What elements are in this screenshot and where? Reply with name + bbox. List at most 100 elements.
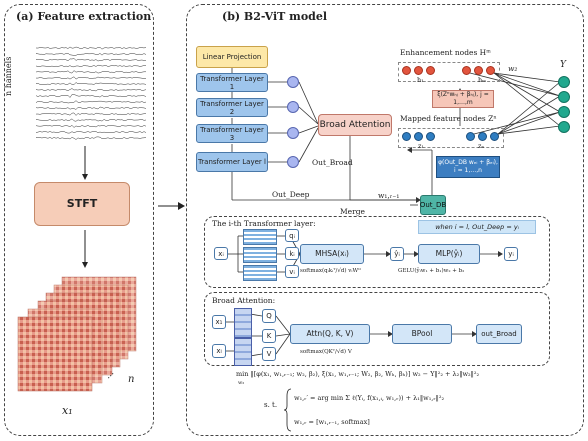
signal-trace bbox=[36, 94, 147, 98]
multichannel-signal bbox=[36, 46, 147, 140]
out-broad-label: Out_Broad bbox=[312, 158, 353, 167]
ith-transformer-panel bbox=[204, 216, 550, 288]
mapped-feature-node bbox=[426, 132, 435, 141]
signal-trace bbox=[36, 53, 147, 56]
out-db-box: Out_DB bbox=[420, 195, 446, 215]
w1-label: w₁,ᵣ₋₁ bbox=[378, 191, 400, 200]
zn-label: zₙ bbox=[478, 142, 485, 150]
ba-q: Q bbox=[262, 309, 276, 323]
out-broad-box: out_Broad bbox=[476, 324, 522, 344]
yhat-vector: ŷᵢ bbox=[390, 247, 404, 261]
panel-a-title: (a) Feature extraction bbox=[16, 10, 152, 23]
broad-attention-title: Broad Attention: bbox=[212, 296, 276, 305]
broad-attention-panel bbox=[204, 292, 550, 366]
constraint-2: w₁,ᵣ = [w₁,ᵣ₋₁, softmax] bbox=[294, 418, 370, 426]
mapped-feature-node bbox=[414, 132, 423, 141]
enhancement-node bbox=[402, 66, 411, 75]
signal-trace bbox=[36, 46, 147, 50]
signal-trace bbox=[36, 100, 147, 104]
enhancement-nodes-group bbox=[398, 62, 500, 82]
v-weight-stack bbox=[243, 265, 277, 281]
mlp-box: MLP(ŷᵢ) bbox=[418, 244, 480, 264]
transformer-layer-l: Transformer Layer l bbox=[196, 152, 268, 172]
signal-trace bbox=[36, 106, 147, 110]
y-label: Y bbox=[560, 60, 566, 70]
x1-label: x₁ bbox=[62, 404, 73, 417]
mhsa-softmax: softmax(qᵢkᵢᵀ/√d) vᵢWᴼ bbox=[300, 268, 361, 274]
panel-connector-arrow bbox=[158, 202, 185, 210]
q-weight-stack bbox=[243, 229, 277, 245]
bpool-box: BPool bbox=[392, 324, 452, 344]
layer-output-node bbox=[287, 127, 299, 139]
layer-output-node bbox=[287, 76, 299, 88]
mapped-formula: φ(Out_DB wₑᵢ + βₑᵢ), i = 1,…,n bbox=[436, 156, 500, 178]
ba-v: V bbox=[262, 347, 276, 361]
k-vector: kᵢ bbox=[285, 247, 299, 260]
spectrogram-n-label: n bbox=[128, 374, 135, 385]
signal-trace bbox=[36, 88, 147, 92]
objective-min-sub: w₂ bbox=[238, 380, 245, 386]
layer-output-node bbox=[287, 101, 299, 113]
attn-softmax: softmax(QKᵀ/√d) V bbox=[300, 349, 352, 355]
enhancement-node bbox=[486, 66, 495, 75]
q-vector: qᵢ bbox=[285, 229, 299, 242]
h1-label: h₁ bbox=[417, 76, 424, 84]
st-label: s. t. bbox=[264, 401, 278, 409]
ba-k: K bbox=[262, 329, 276, 343]
constraint-1: w₁,ᵣ′ = arg min Σ ℓ(Yᵢ, f(x₁,ᵢ, w₁,ᵣ)) +… bbox=[294, 394, 445, 402]
mapped-feature-node bbox=[466, 132, 475, 141]
stft-box: STFT bbox=[34, 182, 130, 226]
merge-label: Merge bbox=[340, 207, 365, 216]
panel-a-arrows bbox=[82, 146, 88, 268]
signal-trace bbox=[36, 112, 147, 116]
output-node bbox=[558, 91, 570, 103]
ba-token-stack-2 bbox=[234, 338, 252, 366]
signal-trace bbox=[36, 58, 147, 62]
mhsa-box: MHSA(xᵢ) bbox=[300, 244, 364, 264]
signal-trace bbox=[36, 64, 147, 68]
mapped-feature-node bbox=[490, 132, 499, 141]
broad-attention-box: Broad Attention bbox=[318, 114, 392, 136]
transformer-layer-2: Transformer Layer 2 bbox=[196, 98, 268, 117]
layer-output-node bbox=[287, 156, 299, 168]
ith-layer-condition: when i = l, Out_Deep = yₗ bbox=[418, 220, 536, 234]
z1-label: z₁ bbox=[418, 142, 425, 150]
output-node bbox=[558, 76, 570, 88]
feature-extraction-panel bbox=[4, 4, 154, 436]
signal-trace bbox=[36, 76, 147, 80]
mapped-nodes-group bbox=[398, 128, 504, 148]
ba-token-stack-1 bbox=[234, 308, 252, 338]
enhancement-node bbox=[462, 66, 471, 75]
v-vector: vᵢ bbox=[285, 265, 299, 278]
output-node bbox=[558, 121, 570, 133]
b2vit-model-panel bbox=[186, 4, 584, 436]
signal-trace bbox=[36, 82, 147, 85]
objective-formula: min ‖[φ(x₁, w₁,ᵣ₋₁; w₂, β₂), ξ(x₁, w₁,ᵣ₋… bbox=[236, 370, 480, 378]
ith-layer-title: The i-th Transformer layer: bbox=[212, 219, 316, 228]
y-i-vector: yᵢ bbox=[504, 247, 518, 261]
attn-box: Attn(Q, K, V) bbox=[290, 324, 370, 344]
spectrogram-layer bbox=[17, 316, 93, 392]
transformer-layer-3: Transformer Layer 3 bbox=[196, 124, 268, 143]
signal-trace bbox=[36, 118, 147, 122]
spectrogram-stack: ... bbox=[17, 276, 137, 392]
enhancement-node bbox=[426, 66, 435, 75]
signal-trace bbox=[36, 70, 146, 74]
signal-trace bbox=[36, 124, 147, 128]
w2-label: w₂ bbox=[508, 64, 518, 73]
transformer-layer-1: Transformer Layer 1 bbox=[196, 73, 268, 92]
signal-trace bbox=[36, 131, 147, 134]
panel-b-title: (b) B2-ViT model bbox=[222, 10, 328, 23]
enhancement-formula: ξ(Zⁿwₕⱼ + βₕⱼ), j = 1,…,m bbox=[432, 90, 494, 108]
mlp-gelu: GELU(ŷᵢw₁ + b₁)w₂ + b₂ bbox=[398, 268, 465, 274]
out-deep-label: Out_Deep bbox=[272, 190, 310, 199]
mapped-feature-label: Mapped feature nodes Zⁿ bbox=[400, 114, 497, 123]
signal-trace bbox=[36, 136, 147, 140]
linear-projection-box: Linear Projection bbox=[196, 46, 268, 68]
enhancement-node bbox=[474, 66, 483, 75]
mapped-feature-node bbox=[402, 132, 411, 141]
output-node bbox=[558, 106, 570, 118]
enhancement-node bbox=[414, 66, 423, 75]
ith-input-x: xᵢ bbox=[214, 247, 228, 260]
